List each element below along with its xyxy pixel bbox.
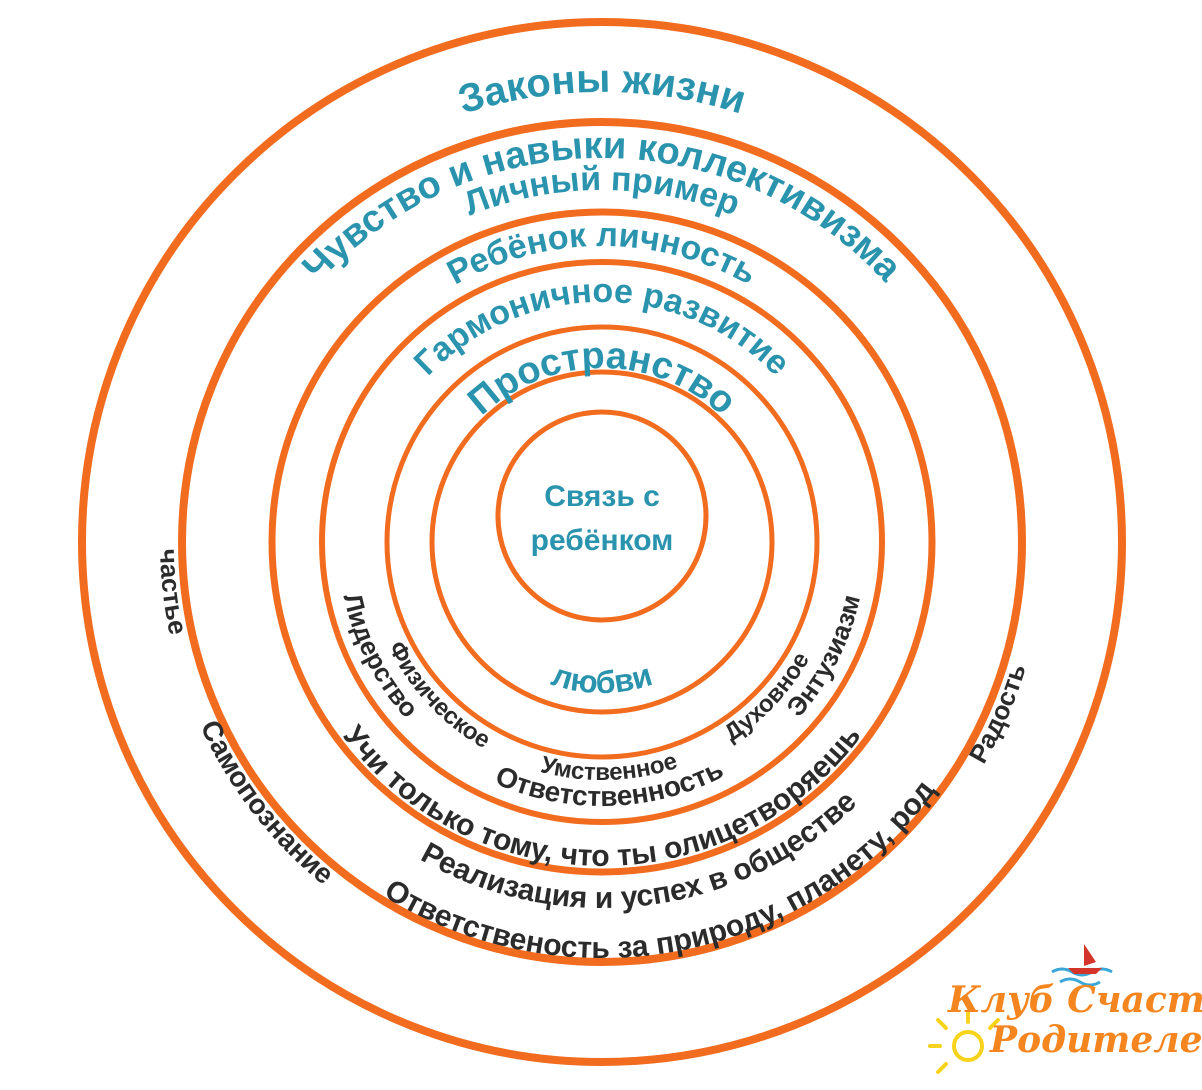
ring-6 [429,369,775,715]
sun-icon [928,1010,1000,1074]
logo-line-1: Клуб Счастливых [947,979,1202,1021]
label-self-knowledge: Самопознание [195,715,340,890]
label-love: любви [548,656,656,700]
center-line-2: ребёнком [531,524,674,557]
ring-4 [319,259,885,825]
ring-2 [178,118,1026,966]
ring-3 [268,208,936,876]
club-logo: Клуб Счастливых Родителей [928,944,1202,1074]
label-collectivism: Чувство и навыки коллективизма [295,125,910,290]
logo-line-2: Родителей [989,1019,1202,1061]
label-laws-of-life: Законы жизни [453,57,751,123]
ring-5 [384,324,820,760]
ring-1 [78,18,1126,1066]
sea-waves-icon [1051,967,1113,987]
label-happiness: Счастье [0,0,194,637]
boat-icon [1068,944,1102,974]
center-line-1: Связь с [544,480,660,513]
ring-7 [495,409,709,623]
